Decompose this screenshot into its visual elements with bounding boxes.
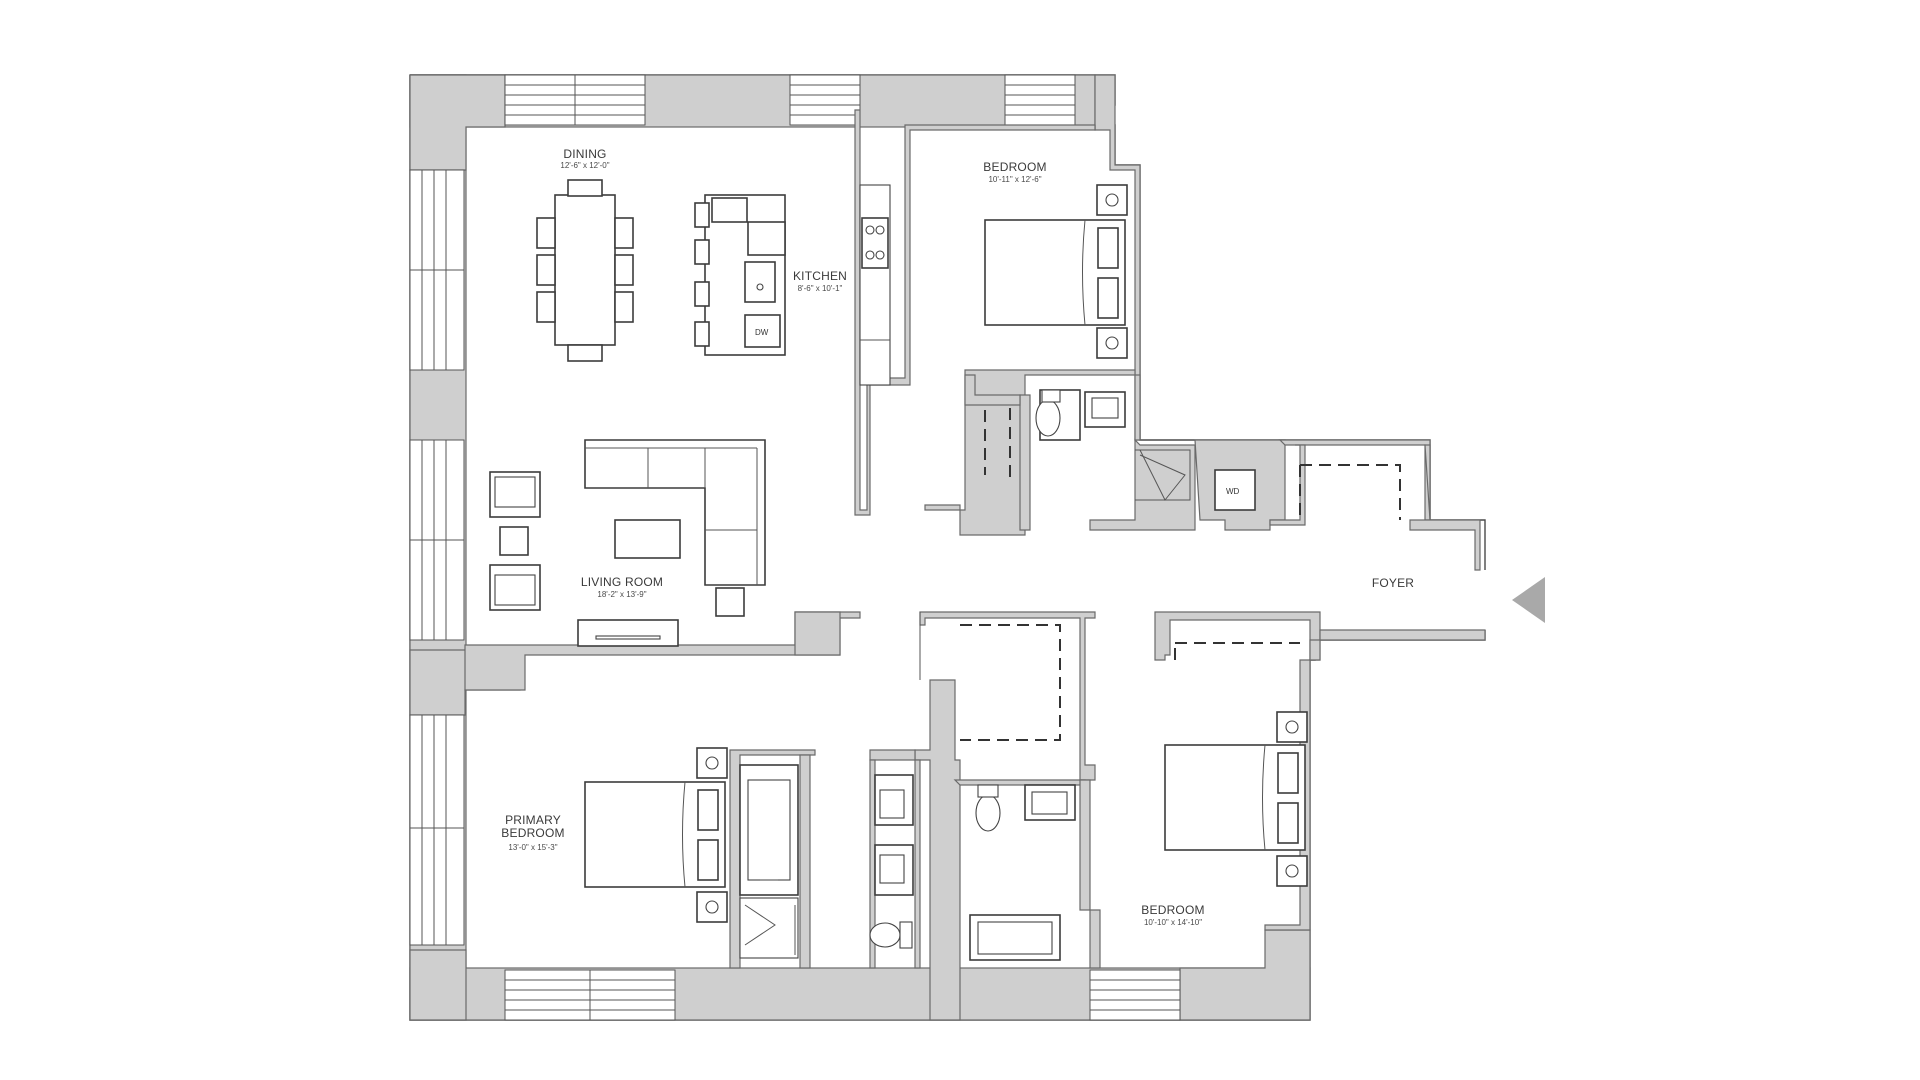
center-closet [919, 612, 1061, 741]
laundry-area: WD [1135, 449, 1401, 520]
dining-label: DINING [563, 147, 606, 161]
primary-bedroom-label-1: PRIMARY [505, 813, 561, 827]
windows-bottom [504, 969, 1181, 1021]
windows-top [504, 74, 1076, 126]
primary-bath-fixtures [739, 764, 914, 959]
windows-left [409, 169, 465, 946]
living-room-dims: 18'-2" x 13'-9" [597, 590, 646, 599]
bath-1-fixtures [984, 389, 1126, 480]
bedroom-1-furniture [984, 184, 1128, 359]
bedroom-1-dims: 10'-11" x 12'-6" [988, 175, 1041, 184]
living-room-chairs [489, 471, 745, 617]
washer-dryer-label: WD [1226, 487, 1240, 496]
bedroom-2-furniture [1164, 711, 1308, 887]
bedroom-1-label: BEDROOM [983, 160, 1046, 174]
bath-2-fixtures [969, 784, 1076, 961]
dishwasher-label: DW [755, 328, 769, 337]
entry-arrow-icon [1512, 577, 1545, 623]
living-room-label: LIVING ROOM [581, 575, 663, 589]
primary-bedroom-label-2: BEDROOM [501, 826, 564, 840]
kitchen-island: DW [694, 194, 786, 356]
bedroom-2-dims: 10'-10" x 14'-10" [1144, 918, 1202, 927]
media-console [577, 619, 679, 647]
dining-dims: 12'-6" x 12'-0" [560, 161, 609, 170]
primary-bedroom-dims: 13'-0" x 15'-3" [508, 843, 557, 852]
dining-table [536, 179, 634, 362]
kitchen-label: KITCHEN [793, 269, 847, 283]
kitchen-dims: 8'-6" x 10'-1" [798, 284, 843, 293]
living-room-sofa [584, 439, 766, 586]
bedroom-2-label: BEDROOM [1141, 903, 1204, 917]
kitchen-counter [859, 184, 891, 386]
interior-walls [464, 109, 1486, 1021]
room-labels: DINING 12'-6" x 12'-0" KITCHEN 8'-6" x 1… [501, 147, 1414, 927]
bedroom-2-closet [1174, 642, 1300, 660]
foyer-label: FOYER [1372, 576, 1414, 590]
primary-bedroom-furniture [584, 747, 728, 923]
